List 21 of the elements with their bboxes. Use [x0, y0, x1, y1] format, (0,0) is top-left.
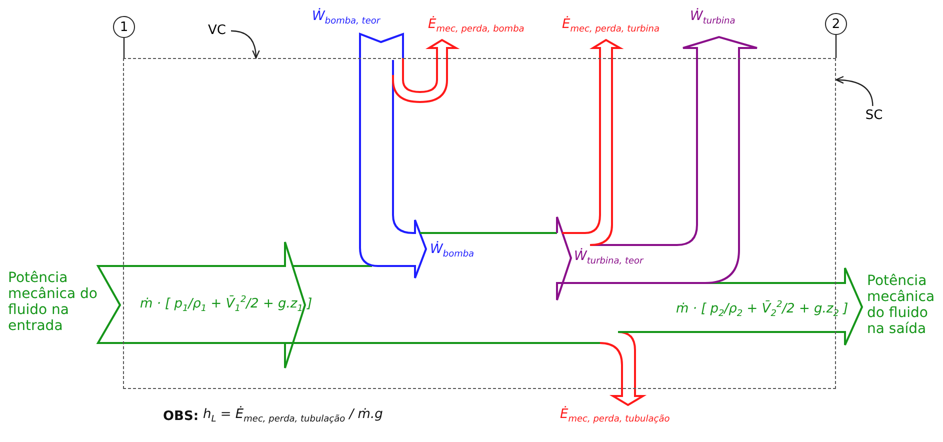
flow-description: Potência mecânica do fluido na saída — [867, 273, 936, 338]
loss-symbol: Ė$_{mec, perda, turbina}$ — [562, 18, 660, 35]
region-label: VC — [203, 21, 231, 39]
formula: h$_{L}$ = Ė$_{mec, perda, tubulação}$ / ṁ.g — [203, 408, 383, 425]
leader-line — [835, 76, 874, 106]
formula: ṁ · [ p$_{2}$/ρ$_{2}$ + V̄$_{2}$$^{2}$/2 + g.z$_{2}$ ] — [676, 300, 848, 320]
formula: ṁ · [ p$_{1}$/ρ$_{1}$ + V̄$_{1}$$^{2}$/2 + g.z$_{1}$ ] — [140, 295, 312, 314]
power-symbol: Ẇ$_{turbina, teor}$ — [574, 250, 644, 267]
section-marker: 2 — [825, 13, 847, 35]
loss-symbol: Ė$_{mec, perda, bomba}$ — [428, 18, 524, 35]
power-symbol: Ẇ$_{bomba}$ — [430, 243, 474, 260]
leader-line — [230, 30, 260, 59]
section-line — [835, 35, 837, 58]
note-label: OBS: — [163, 410, 199, 425]
section-line — [123, 38, 125, 58]
section-marker: 1 — [113, 16, 135, 38]
region-label: SC — [861, 106, 887, 124]
loss-symbol: Ė$_{mec, perda, tubulação}$ — [560, 408, 670, 425]
power-symbol: Ẇ$_{bomba, teor}$ — [312, 10, 380, 27]
flow-description: Potência mecânica do fluido na entrada — [8, 270, 98, 334]
power-symbol: Ẇ$_{turbina}$ — [690, 10, 736, 27]
